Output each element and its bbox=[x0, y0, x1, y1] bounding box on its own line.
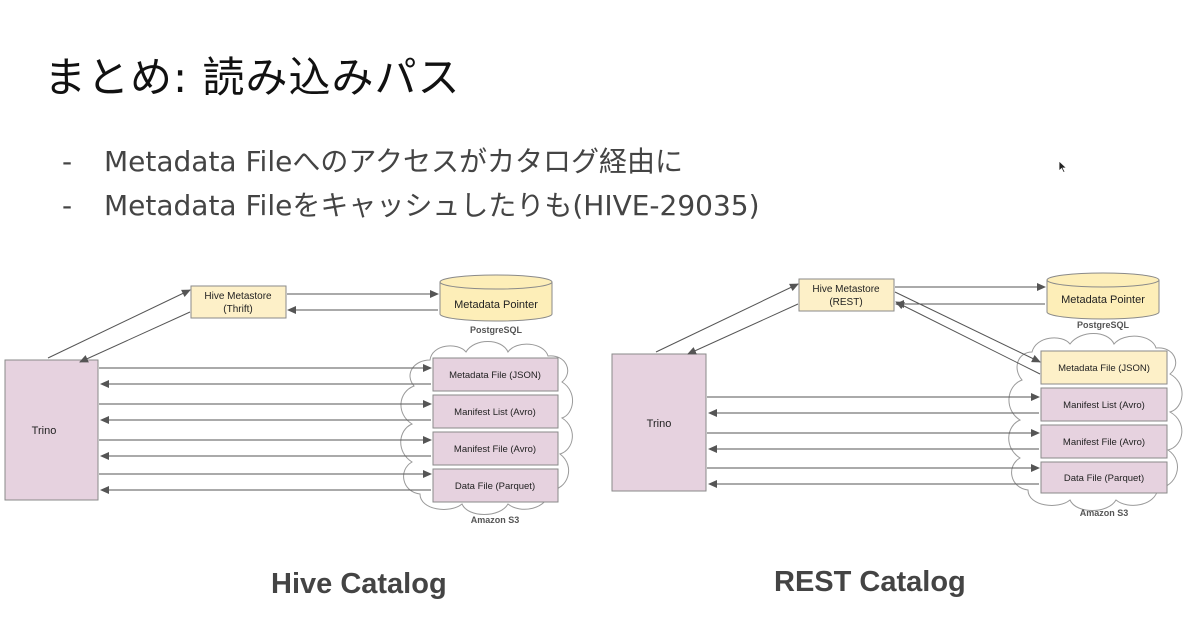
hive-file-data: Data File (Parquet) bbox=[432, 468, 559, 503]
bullet-dash: - bbox=[62, 145, 73, 178]
bullet-text: Metadata Fileへのアクセスがカタログ経由に bbox=[104, 145, 683, 178]
bullet-item: -Metadata Fileへのアクセスがカタログ経由に bbox=[62, 140, 760, 184]
svg-text:Manifest File (Avro): Manifest File (Avro) bbox=[454, 444, 536, 455]
rest-metastore-label: Hive Metastore bbox=[812, 284, 880, 295]
bullet-text: Metadata Fileをキャッシュしたりも(HIVE-29035) bbox=[104, 189, 760, 222]
svg-text:Manifest File (Avro): Manifest File (Avro) bbox=[1063, 437, 1145, 448]
bullet-item: -Metadata Fileをキャッシュしたりも(HIVE-29035) bbox=[62, 184, 760, 228]
slide-title: まとめ: 読み込みパス bbox=[44, 53, 461, 102]
rest-trino-label: Trino bbox=[647, 418, 672, 430]
hive-metastore-protocol: (Thrift) bbox=[223, 304, 252, 315]
hive-file-manifest-file: Manifest File (Avro) bbox=[432, 431, 559, 466]
rest-arrows bbox=[655, 283, 1046, 488]
mouse-cursor-icon bbox=[1058, 160, 1068, 174]
hive-file-metadata: Metadata File (JSON) bbox=[432, 357, 559, 392]
rest-db-caption: PostgreSQL bbox=[1077, 320, 1130, 330]
rest-db-label: Metadata Pointer bbox=[1061, 294, 1145, 306]
hive-s3-caption: Amazon S3 bbox=[471, 515, 520, 525]
bullet-dash: - bbox=[62, 189, 73, 222]
svg-text:Manifest List (Avro): Manifest List (Avro) bbox=[1063, 400, 1145, 411]
hive-file-manifest-list: Manifest List (Avro) bbox=[432, 394, 559, 429]
rest-postgresql-db bbox=[1046, 272, 1160, 320]
rest-metastore-protocol: (REST) bbox=[829, 297, 862, 308]
rest-file-metadata: Metadata File (JSON) bbox=[1040, 350, 1168, 385]
hive-db-label: Metadata Pointer bbox=[454, 299, 538, 311]
hive-metastore-box bbox=[190, 285, 287, 319]
svg-text:Metadata File (JSON): Metadata File (JSON) bbox=[449, 370, 541, 381]
rest-catalog-diagram: Trino Hive Metastore (REST) Metadata Poi… bbox=[611, 272, 1183, 518]
rest-catalog-caption: REST Catalog bbox=[774, 566, 966, 598]
hive-trino-label: Trino bbox=[32, 425, 57, 437]
hive-catalog-diagram: Trino Hive Metastore (Thrift) Metadata P… bbox=[4, 274, 573, 525]
rest-file-manifest-file: Manifest File (Avro) bbox=[1040, 424, 1168, 459]
svg-text:Metadata File (JSON): Metadata File (JSON) bbox=[1058, 363, 1150, 374]
hive-trino-box bbox=[4, 359, 99, 501]
svg-text:Data File (Parquet): Data File (Parquet) bbox=[1064, 473, 1144, 484]
rest-metastore-box bbox=[798, 278, 895, 312]
hive-postgresql-db bbox=[439, 274, 553, 322]
svg-text:Manifest List (Avro): Manifest List (Avro) bbox=[454, 407, 536, 418]
rest-s3-caption: Amazon S3 bbox=[1080, 508, 1129, 518]
rest-file-data: Data File (Parquet) bbox=[1040, 461, 1168, 494]
bullet-list: -Metadata Fileへのアクセスがカタログ経由に -Metadata F… bbox=[62, 140, 760, 228]
hive-catalog-caption: Hive Catalog bbox=[271, 568, 447, 600]
hive-metastore-label: Hive Metastore bbox=[204, 291, 272, 302]
hive-db-caption: PostgreSQL bbox=[470, 325, 523, 335]
svg-text:Data File (Parquet): Data File (Parquet) bbox=[455, 481, 535, 492]
hive-arrows bbox=[47, 289, 439, 494]
rest-file-manifest-list: Manifest List (Avro) bbox=[1040, 387, 1168, 422]
rest-trino-box bbox=[611, 353, 707, 492]
